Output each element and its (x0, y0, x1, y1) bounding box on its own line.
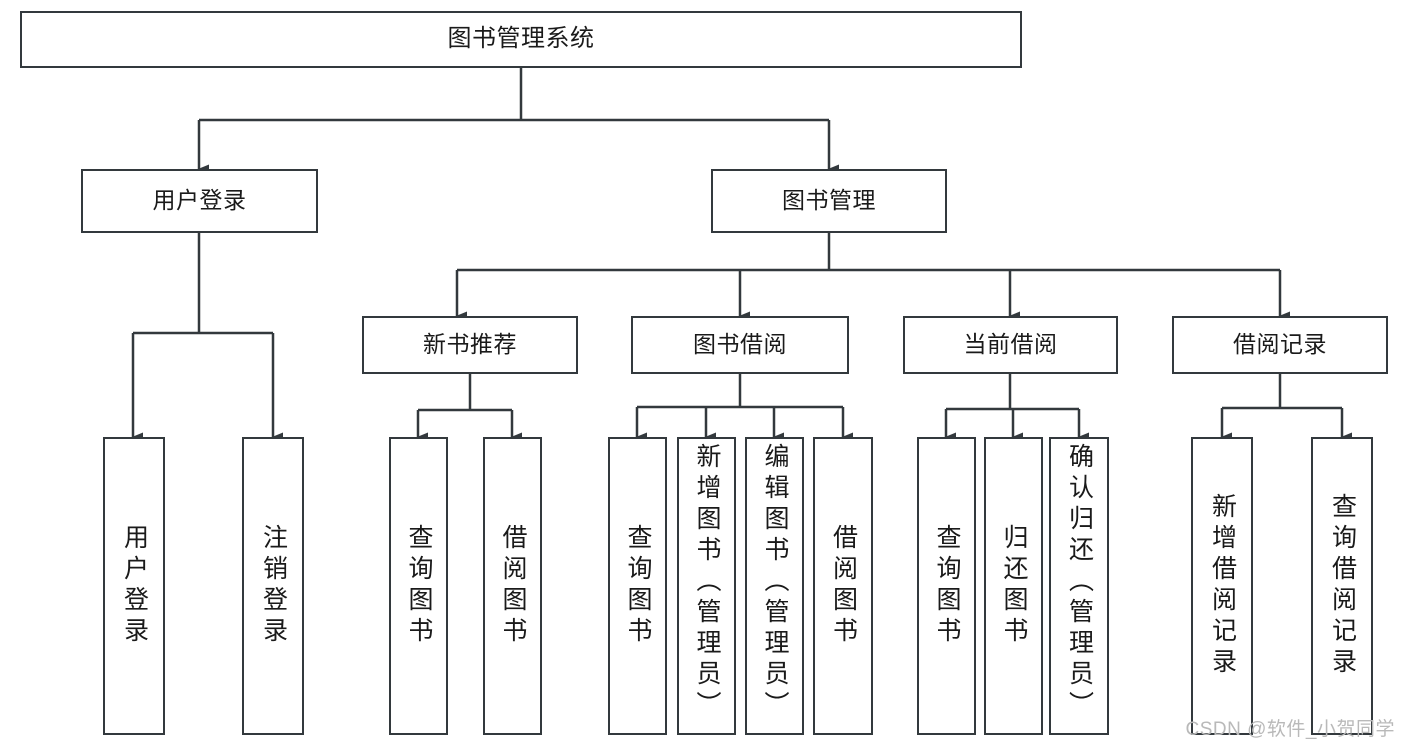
node-leaf-borrow-book-2[interactable]: 借阅图书 (813, 437, 873, 735)
node-label: 新书推荐 (423, 331, 517, 358)
node-leaf-query-record[interactable]: 查询借阅记录 (1311, 437, 1373, 735)
node-label: 图书借阅 (693, 331, 787, 358)
node-leaf-return-book[interactable]: 归还图书 (984, 437, 1043, 735)
node-leaf-logout[interactable]: 注销登录 (242, 437, 304, 735)
node-root[interactable]: 图书管理系统 (20, 11, 1022, 68)
node-label: 借阅记录 (1233, 331, 1327, 358)
node-label: 图书管理系统 (447, 25, 595, 53)
node-label: 用户登录 (152, 187, 247, 214)
watermark: CSDN @软件_小贺同学 (1185, 719, 1395, 740)
node-label: 注销登录 (259, 524, 288, 648)
node-user-login[interactable]: 用户登录 (81, 169, 318, 233)
node-label: 编辑图书（管理员） (761, 443, 789, 722)
node-label: 借阅图书 (829, 524, 858, 648)
node-leaf-edit-book[interactable]: 编辑图书（管理员） (745, 437, 804, 735)
node-label: 查询图书 (624, 524, 652, 648)
node-book-manage[interactable]: 图书管理 (711, 169, 947, 233)
node-label: 图书管理 (782, 187, 876, 214)
node-leaf-query-book-3[interactable]: 查询图书 (917, 437, 976, 735)
node-borrow-record[interactable]: 借阅记录 (1172, 316, 1388, 374)
node-current-borrow[interactable]: 当前借阅 (903, 316, 1118, 374)
node-book-borrow[interactable]: 图书借阅 (631, 316, 849, 374)
node-new-book-rec[interactable]: 新书推荐 (362, 316, 578, 374)
node-label: 确认归还（管理员） (1065, 443, 1094, 722)
node-leaf-query-book-1[interactable]: 查询图书 (389, 437, 448, 735)
node-leaf-query-book-2[interactable]: 查询图书 (608, 437, 667, 735)
node-leaf-confirm-return[interactable]: 确认归还（管理员） (1049, 437, 1109, 735)
node-label: 查询借阅记录 (1328, 493, 1357, 679)
node-label: 查询图书 (405, 524, 433, 648)
node-label: 当前借阅 (963, 331, 1058, 358)
node-label: 新增借阅记录 (1208, 493, 1237, 679)
edges-group (131, 68, 1352, 442)
node-label: 新增图书（管理员） (693, 443, 721, 722)
node-label: 借阅图书 (499, 524, 527, 648)
node-leaf-user-login[interactable]: 用户登录 (103, 437, 165, 735)
node-leaf-borrow-book-1[interactable]: 借阅图书 (483, 437, 542, 735)
node-leaf-add-record[interactable]: 新增借阅记录 (1191, 437, 1253, 735)
node-label: 归还图书 (1000, 524, 1028, 648)
node-label: 用户登录 (120, 524, 149, 648)
node-label: 查询图书 (933, 524, 961, 648)
node-leaf-add-book[interactable]: 新增图书（管理员） (677, 437, 736, 735)
